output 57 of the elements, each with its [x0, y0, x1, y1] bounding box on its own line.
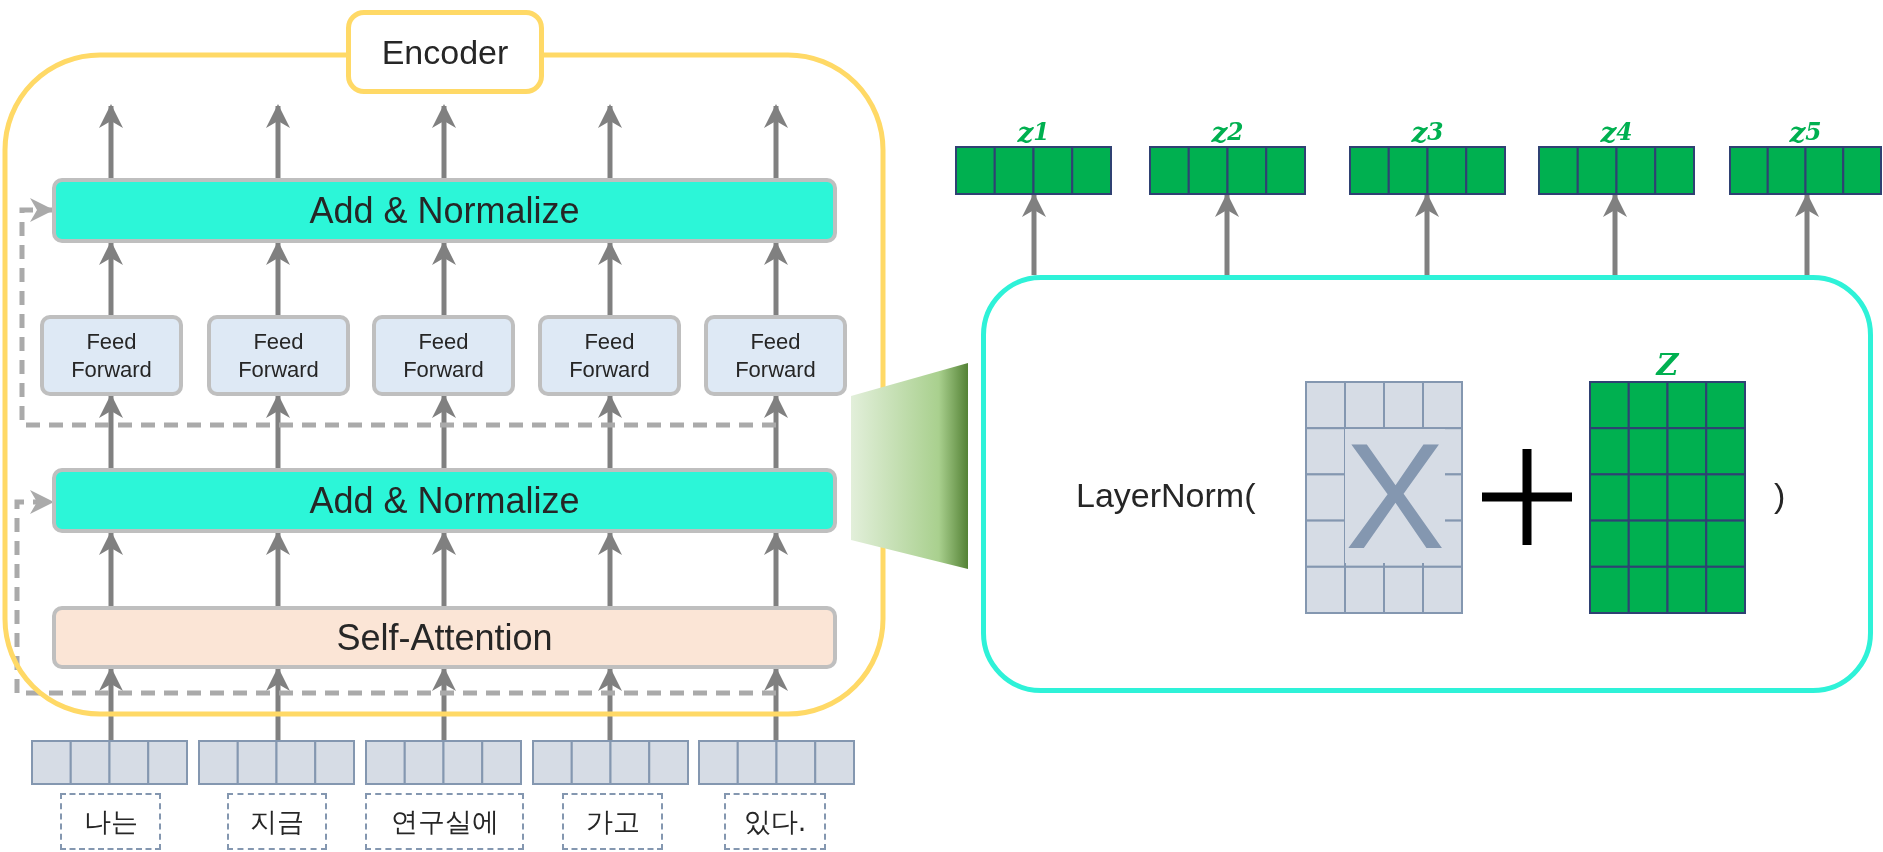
- arrow: [432, 104, 456, 178]
- arrow: [598, 104, 622, 178]
- skip-connection-arrow: [14, 490, 776, 696]
- layer-box: Feed Forward: [207, 315, 350, 396]
- arrow: [764, 531, 788, 606]
- arrow: [266, 667, 290, 740]
- arrow: [99, 531, 123, 606]
- arrow: [432, 241, 456, 315]
- layer-box: Add & Normalize: [52, 178, 837, 243]
- matrix-letter: X: [1345, 429, 1446, 563]
- layer-box: Feed Forward: [538, 315, 681, 396]
- formula-text: LayerNorm(: [1076, 475, 1256, 515]
- layer-box: Self-Attention: [52, 606, 837, 669]
- word-box: 나는: [60, 793, 161, 850]
- formula-text: ): [1774, 475, 1786, 515]
- arrow: [432, 667, 456, 740]
- word-box: 지금: [227, 793, 327, 850]
- arrow: [598, 667, 622, 740]
- arrow: [99, 667, 123, 740]
- arrow: [99, 241, 123, 315]
- arrow: [99, 104, 123, 178]
- arrow: [598, 241, 622, 315]
- vector-bar: [365, 740, 522, 785]
- arrow: [1415, 193, 1439, 275]
- arrow: [266, 531, 290, 606]
- word-box: 가고: [562, 793, 663, 850]
- arrow: [1603, 193, 1627, 275]
- arrow: [764, 667, 788, 740]
- matrix-label: Z: [1654, 348, 1681, 381]
- arrow: [266, 394, 290, 468]
- formula-box: [981, 275, 1873, 693]
- arrow: [764, 394, 788, 468]
- layer-box: Feed Forward: [372, 315, 515, 396]
- arrow: [432, 394, 456, 468]
- vector-bar: [198, 740, 355, 785]
- arrow: [764, 241, 788, 315]
- arrow: [266, 241, 290, 315]
- vector-bar: [532, 740, 689, 785]
- arrow: [1795, 193, 1819, 275]
- vector-bar: [31, 740, 188, 785]
- arrow: [1022, 193, 1046, 275]
- word-box: 있다.: [724, 793, 826, 850]
- encoder-label: Encoder: [346, 10, 544, 94]
- arrow: [598, 531, 622, 606]
- layer-box: Feed Forward: [704, 315, 847, 396]
- arrow: [598, 394, 622, 468]
- arrow: [764, 104, 788, 178]
- layer-box: Feed Forward: [40, 315, 183, 396]
- arrow: [266, 104, 290, 178]
- arrow: [432, 531, 456, 606]
- skip-connection-arrow: [19, 198, 776, 428]
- arrow: [1215, 193, 1239, 275]
- layer-box: Add & Normalize: [52, 468, 837, 533]
- word-box: 연구실에: [365, 793, 524, 850]
- vector-bar: [698, 740, 855, 785]
- zoom-wedge: [851, 363, 968, 569]
- arrow: [99, 394, 123, 468]
